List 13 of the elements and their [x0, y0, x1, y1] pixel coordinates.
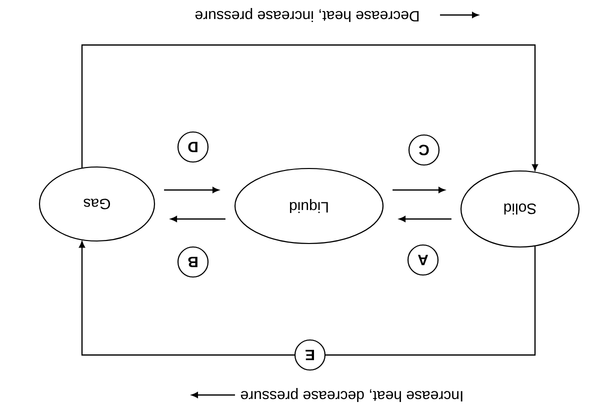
edge-label: D	[177, 131, 209, 163]
edge-label: E	[294, 339, 326, 371]
arrow	[79, 241, 536, 356]
arrow	[164, 187, 219, 193]
arrow	[399, 216, 452, 222]
direction-caption: Increase heat, decrease pressure	[240, 388, 462, 402]
edge-label: C	[408, 134, 440, 166]
direction-caption: Decrease heat, increase pressure	[195, 8, 419, 22]
arrow	[170, 216, 226, 222]
edge-label: A	[407, 244, 439, 276]
arrow	[392, 187, 445, 193]
edge-label: B	[177, 246, 209, 278]
arrow	[81, 44, 538, 171]
